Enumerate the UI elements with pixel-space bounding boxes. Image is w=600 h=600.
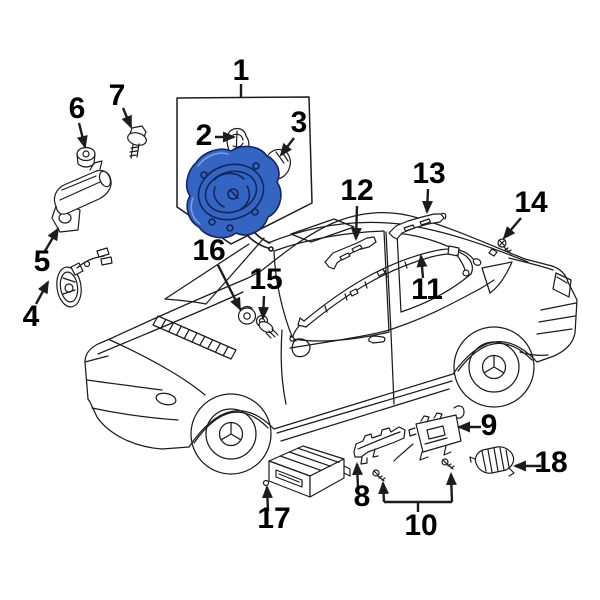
impact-sensor-bracket-part-9: [393, 405, 465, 462]
retractor-module-part-5: [51, 160, 112, 233]
leader-line-16: [216, 264, 242, 311]
leader-line-13: [421, 188, 433, 214]
quarter-window: [396, 232, 473, 313]
cowl-vent-grille: [152, 315, 237, 360]
rear-wheel: [453, 326, 535, 408]
part-label-3[interactable]: 3: [290, 106, 308, 139]
control-module-part-17: [262, 445, 351, 498]
part-label-11[interactable]: 11: [411, 273, 443, 306]
part-label-8[interactable]: 8: [353, 480, 371, 513]
part-1-assembly-box: [176, 96, 313, 245]
part-label-5[interactable]: 5: [33, 245, 51, 278]
leader-line-4: [34, 280, 50, 305]
leader-line-12: [350, 205, 362, 241]
part-label-14[interactable]: 14: [514, 186, 548, 219]
front-wheel: [190, 393, 272, 475]
sunroof: [290, 218, 355, 243]
driver-airbag-part-1-highlighted[interactable]: [185, 145, 282, 252]
mounting-screws-part-10: [372, 458, 455, 482]
part-label-15[interactable]: 15: [249, 263, 283, 296]
b-pillar: [385, 231, 395, 405]
curtain-airbag-part-11: [289, 245, 482, 342]
rear-sensor-part-14: [488, 238, 512, 257]
windshield: [164, 237, 265, 305]
leader-line-11: [416, 254, 428, 279]
leader-line-3: [279, 137, 295, 157]
bolt-part-7: [127, 125, 147, 159]
part-label-13[interactable]: 13: [412, 157, 446, 190]
part-label-17[interactable]: 17: [257, 502, 291, 535]
side-sensor-part-18: [469, 446, 515, 477]
leader-lines-layer: [34, 84, 541, 512]
tail-light: [552, 272, 572, 298]
part-label-6[interactable]: 6: [68, 92, 86, 125]
clock-spring-part-4: [56, 247, 113, 308]
leader-line-6: [76, 122, 88, 149]
part-label-16[interactable]: 16: [192, 234, 226, 267]
door-window: [273, 230, 390, 342]
leader-line-17: [261, 485, 273, 512]
car-illustration: [84, 212, 578, 475]
part-label-7[interactable]: 7: [108, 79, 126, 112]
part-label-9[interactable]: 9: [480, 409, 498, 442]
part-label-1[interactable]: 1: [232, 54, 250, 87]
part-label-12[interactable]: 12: [340, 174, 374, 207]
leader-line-8: [351, 462, 363, 489]
leader-line-10b: [445, 472, 457, 503]
rear-window: [481, 261, 513, 294]
cowl-grommet-part-16: [237, 305, 257, 325]
part-label-10[interactable]: 10: [404, 509, 438, 542]
part-label-18[interactable]: 18: [534, 446, 568, 479]
part-label-4[interactable]: 4: [22, 300, 40, 333]
door-handle: [368, 335, 386, 344]
leader-line-14: [502, 217, 522, 240]
leader-line-7: [121, 107, 133, 129]
roof-bracket-part-12: [324, 236, 377, 270]
impact-sensor-bracket-part-8: [353, 426, 406, 465]
roof-bracket-part-13: [388, 212, 447, 240]
part-label-2[interactable]: 2: [195, 119, 213, 152]
leader-line-10a: [378, 481, 390, 503]
grommet-nut-part-6: [76, 146, 96, 168]
leader-line-15: [258, 295, 269, 320]
leader-line-5: [43, 227, 60, 252]
